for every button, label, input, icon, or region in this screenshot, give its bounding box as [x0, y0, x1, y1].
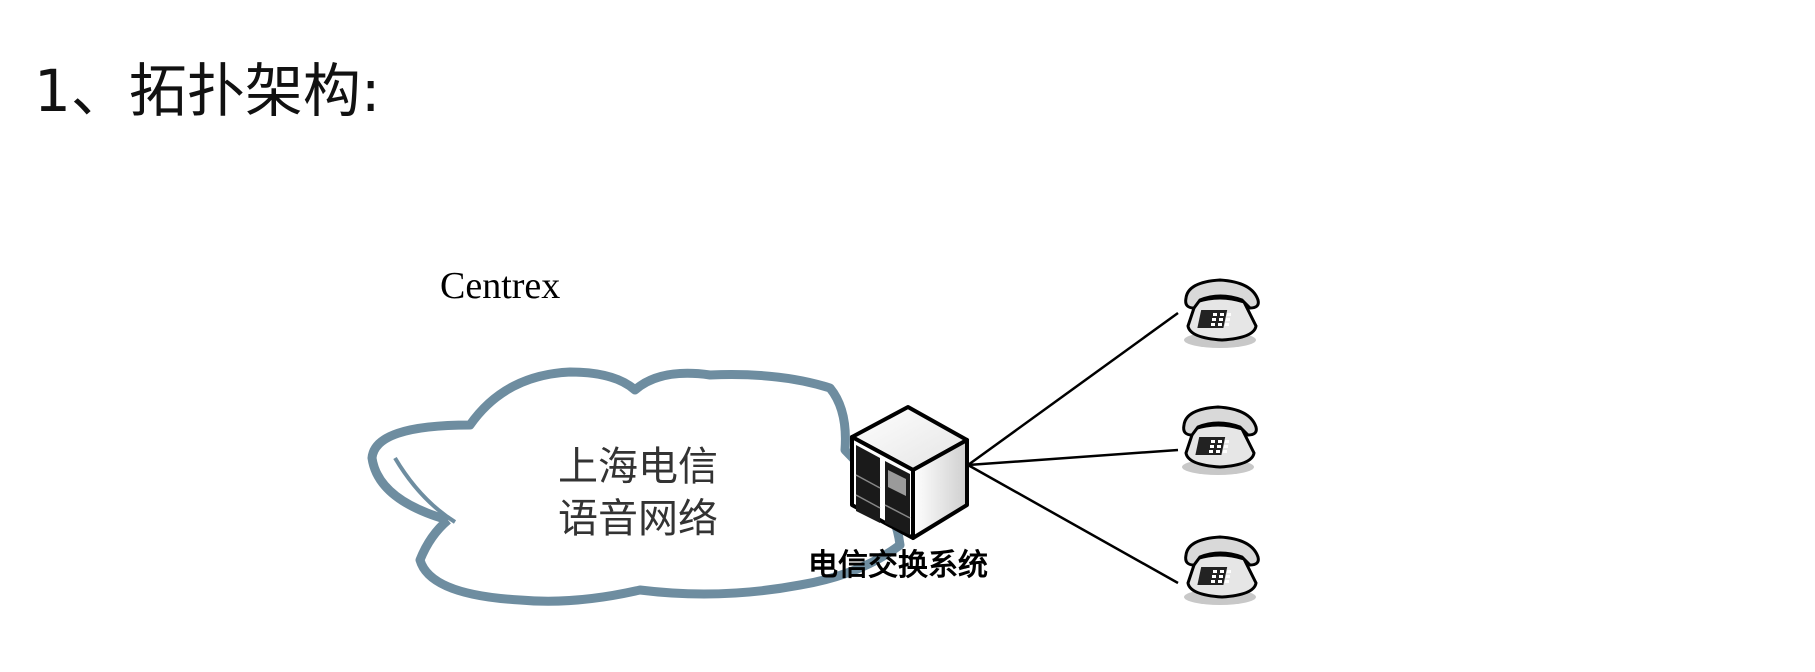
cloud-icon [367, 367, 912, 606]
connection-lines [967, 311, 1179, 585]
telephone-icon [1182, 278, 1260, 350]
network-label: Centrex [440, 265, 560, 307]
page-title: 1、拓扑架构: [34, 57, 381, 125]
telephone-icon [1182, 535, 1260, 607]
link-phone-1 [967, 311, 1179, 467]
cloud-label-line2: 语音网络 [558, 496, 718, 542]
link-phone-3 [967, 463, 1179, 585]
link-phone-2 [967, 448, 1179, 467]
telephone-icon [1180, 405, 1258, 477]
cloud-label-line1: 上海电信 [558, 444, 718, 490]
switch-label: 电信交换系统 [808, 548, 988, 583]
telecom-switch-icon [850, 405, 969, 540]
